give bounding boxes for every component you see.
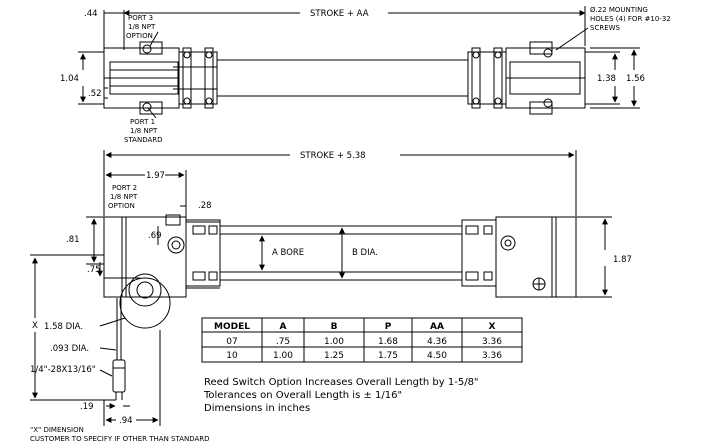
dim-094: .94 <box>119 416 133 426</box>
dim-197: 1.97 <box>146 171 165 181</box>
port1-label-3: STANDARD <box>124 136 163 144</box>
dim-081: .81 <box>66 235 80 245</box>
dimension-table-text: MODEL A B P AA X 07 .75 1.00 1.68 4.36 3… <box>214 322 502 361</box>
table-header-a: A <box>280 322 287 332</box>
top-view-labels: STROKE + AA .44 1.04 .52 1.38 1.56 PORT … <box>60 6 671 144</box>
table-cell: 10 <box>226 351 238 361</box>
table-header-model: MODEL <box>214 322 250 332</box>
port3-label-3: OPTION <box>126 32 153 40</box>
dim-028: .28 <box>198 201 212 211</box>
port2-label-2: 1/8 NPT <box>110 193 138 201</box>
dim-052: .52 <box>88 89 102 99</box>
dia-093-label: .093 DIA. <box>50 344 89 354</box>
dim-156: 1.56 <box>626 74 645 84</box>
port1-label-1: PORT 1 <box>130 118 155 126</box>
a-bore-label: A BORE <box>272 248 304 258</box>
side-view <box>30 150 612 426</box>
table-cell: 1.00 <box>273 351 293 361</box>
table-cell: .75 <box>276 337 290 347</box>
table-cell: 3.36 <box>482 337 502 347</box>
note-reed-switch: Reed Switch Option Increases Overall Len… <box>204 377 479 388</box>
dim-stroke-aa: STROKE + AA <box>310 9 369 19</box>
dim-104: 1.04 <box>60 74 79 84</box>
port3-label-1: PORT 3 <box>128 14 153 22</box>
dim-044: .44 <box>84 9 98 19</box>
table-header-x: X <box>489 322 496 332</box>
table-header-aa: AA <box>430 322 444 332</box>
table-header-p: P <box>385 322 392 332</box>
dim-075: .75 <box>87 265 101 275</box>
dimension-table <box>201 317 523 363</box>
note-tolerance: Tolerances on Overall Length is ± 1/16" <box>203 390 402 401</box>
port2-label-1: PORT 2 <box>112 184 137 192</box>
dim-069: .69 <box>148 231 162 241</box>
dim-stroke-538: STROKE + 5.38 <box>300 151 366 161</box>
notes: Reed Switch Option Increases Overall Len… <box>203 377 479 414</box>
table-header-b: B <box>331 322 338 332</box>
x-note-1: "X" DIMENSION <box>30 426 84 434</box>
dim-138: 1.38 <box>597 74 616 84</box>
table-cell: 07 <box>226 337 237 347</box>
port1-label-2: 1/8 NPT <box>130 127 158 135</box>
table-cell: 4.50 <box>427 351 447 361</box>
mounting-holes-label-1: Ø.22 MOUNTING <box>590 6 648 14</box>
mounting-holes-label-3: SCREWS <box>590 24 621 32</box>
table-cell: 4.36 <box>427 337 447 347</box>
port2-label-3: OPTION <box>108 202 135 210</box>
dim-019: .19 <box>80 402 94 412</box>
x-dim-label: X <box>32 321 38 331</box>
top-view <box>78 6 640 119</box>
table-cell: 3.36 <box>482 351 502 361</box>
dim-187: 1.87 <box>613 255 632 265</box>
table-cell: 1.25 <box>324 351 344 361</box>
note-units: Dimensions in inches <box>204 403 310 414</box>
table-cell: 1.00 <box>324 337 344 347</box>
thread-label: 1/4"-28X13/16" <box>30 365 96 375</box>
x-note-2: CUSTOMER TO SPECIFY IF OTHER THAN STANDA… <box>30 435 210 443</box>
table-cell: 1.68 <box>378 337 398 347</box>
side-view-labels: STROKE + 5.38 1.97 .28 .81 .69 .75 1.87 … <box>30 151 632 443</box>
table-cell: 1.75 <box>378 351 398 361</box>
port3-label-2: 1/8 NPT <box>128 23 156 31</box>
dia-158-label: 1.58 DIA. <box>44 322 83 332</box>
mounting-holes-label-2: HOLES (4) FOR #10-32 <box>590 15 671 23</box>
b-dia-label: B DIA. <box>352 248 378 258</box>
